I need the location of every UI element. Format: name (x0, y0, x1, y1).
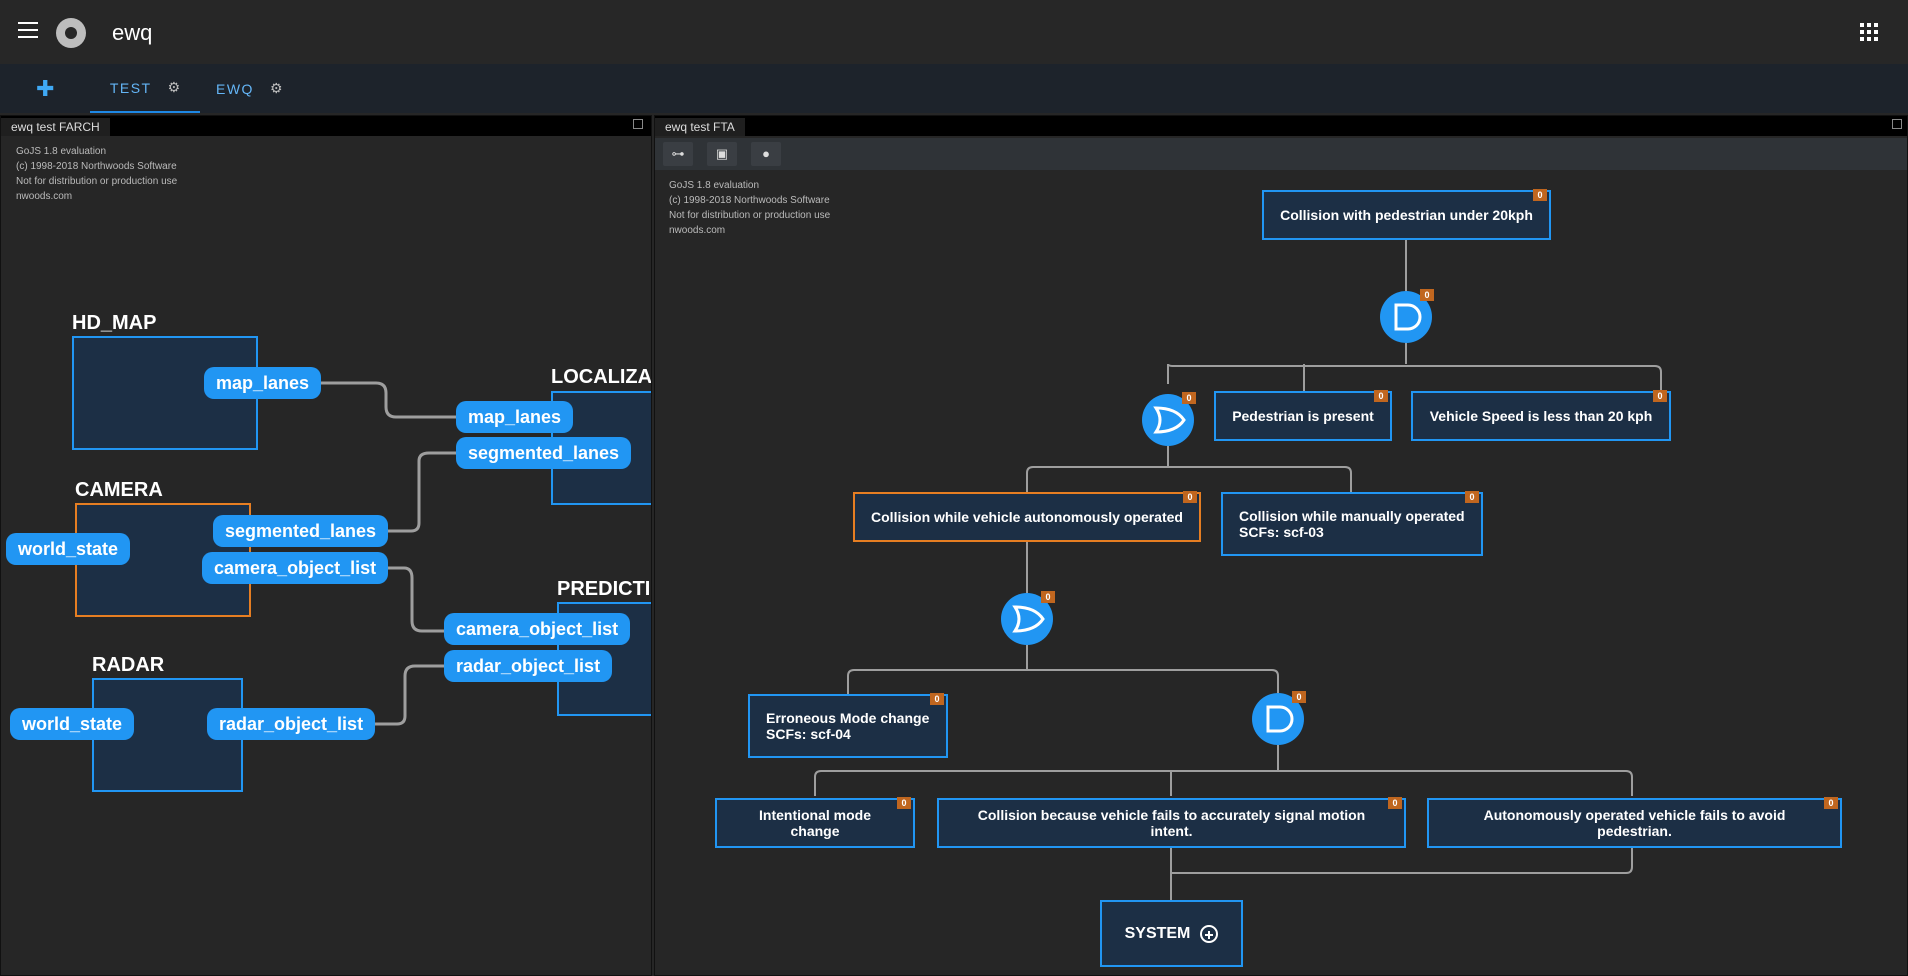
count-badge: 0 (1041, 591, 1055, 603)
count-badge: 0 (930, 693, 944, 705)
count-badge: 0 (1183, 491, 1197, 503)
component-title-localization: LOCALIZA (551, 366, 652, 388)
app-bar: ewq (0, 0, 1908, 64)
port-segmented-lanes-out[interactable]: segmented_lanes (213, 515, 389, 547)
component-title-radar: RADAR (92, 654, 165, 676)
add-circle-icon[interactable] (1200, 924, 1219, 943)
farch-panel: ewq test FARCH GoJS 1.8 evaluation(c) 19… (0, 115, 652, 976)
port-world-state-radar[interactable]: world_state (10, 708, 135, 740)
tab-label: EWQ (216, 80, 254, 97)
fta-avoid-pedestrian[interactable]: Autonomously operated vehicle fails to a… (1427, 797, 1842, 848)
fta-panel: ewq test FTA ⊶ ▣ ● GoJS 1.8 evaluation(c… (654, 115, 1908, 976)
count-badge: 0 (1374, 390, 1388, 402)
component-title-prediction: PREDICTI (557, 578, 651, 600)
tab-label: TEST (109, 79, 152, 96)
fta-toolbar: ⊶ ▣ ● (655, 138, 1907, 170)
watermark: GoJS 1.8 evaluation(c) 1998-2018 Northwo… (669, 180, 831, 236)
fta-signal-intent-collision[interactable]: Collision because vehicle fails to accur… (937, 797, 1406, 848)
alert-icon[interactable]: ● (751, 142, 781, 166)
overview-icon[interactable]: ▣ (707, 142, 737, 166)
count-badge: 0 (897, 797, 911, 809)
count-badge: 0 (1533, 189, 1547, 201)
panel-header: ewq test FARCH (1, 116, 651, 136)
app-title: ewq (112, 20, 153, 45)
fta-links (814, 240, 1662, 900)
watermark: GoJS 1.8 evaluation(c) 1998-2018 Northwo… (16, 146, 178, 202)
app-logo (56, 18, 86, 48)
port-map-lanes-in[interactable]: map_lanes (456, 401, 574, 433)
panel-header: ewq test FTA (655, 116, 1907, 136)
component-title-camera: CAMERA (75, 479, 163, 501)
and-gate-icon[interactable]: 0 (1252, 691, 1306, 745)
tab-test[interactable]: TEST ⚙ (90, 64, 200, 113)
port-radar-object-list-in[interactable]: radar_object_list (444, 650, 613, 682)
count-badge: 0 (1420, 289, 1434, 301)
panel-title[interactable]: ewq test FARCH (1, 118, 110, 136)
maximize-icon[interactable] (633, 119, 643, 129)
port-map-lanes-out[interactable]: map_lanes (204, 367, 322, 399)
menu-icon[interactable] (18, 22, 38, 38)
count-badge: 0 (1182, 392, 1196, 404)
or-gate-icon[interactable]: 0 (1001, 591, 1055, 645)
gear-icon[interactable]: ⚙ (269, 80, 283, 96)
fta-autonomous-collision[interactable]: Collision while vehicle autonomously ope… (853, 491, 1201, 542)
and-gate-icon[interactable]: 0 (1380, 289, 1434, 343)
tab-bar: ✚ TEST ⚙ EWQ ⚙ (0, 64, 1908, 113)
count-badge: 0 (1653, 390, 1667, 402)
gear-icon[interactable]: ⚙ (167, 79, 181, 95)
count-badge: 0 (1388, 797, 1402, 809)
count-badge: 0 (1292, 691, 1306, 703)
count-badge: 0 (1465, 491, 1479, 503)
port-camera-object-list-in[interactable]: camera_object_list (444, 613, 631, 645)
tab-ewq[interactable]: EWQ ⚙ (216, 64, 306, 113)
system-node[interactable]: SYSTEM (1100, 900, 1243, 967)
apps-grid-icon[interactable] (1860, 23, 1878, 41)
tree-layout-icon[interactable]: ⊶ (663, 142, 693, 166)
add-tab-button[interactable]: ✚ (36, 76, 55, 101)
port-world-state-camera[interactable]: world_state (6, 533, 131, 565)
port-camera-object-list-out[interactable]: camera_object_list (202, 552, 389, 584)
component-title-hd-map: HD_MAP (72, 312, 157, 334)
farch-links (313, 381, 459, 726)
count-badge: 0 (1824, 797, 1838, 809)
panel-title[interactable]: ewq test FTA (655, 118, 745, 136)
maximize-icon[interactable] (1892, 119, 1902, 129)
port-segmented-lanes-in[interactable]: segmented_lanes (456, 437, 632, 469)
port-radar-object-list-out[interactable]: radar_object_list (207, 708, 376, 740)
or-gate-icon[interactable]: 0 (1142, 392, 1196, 446)
